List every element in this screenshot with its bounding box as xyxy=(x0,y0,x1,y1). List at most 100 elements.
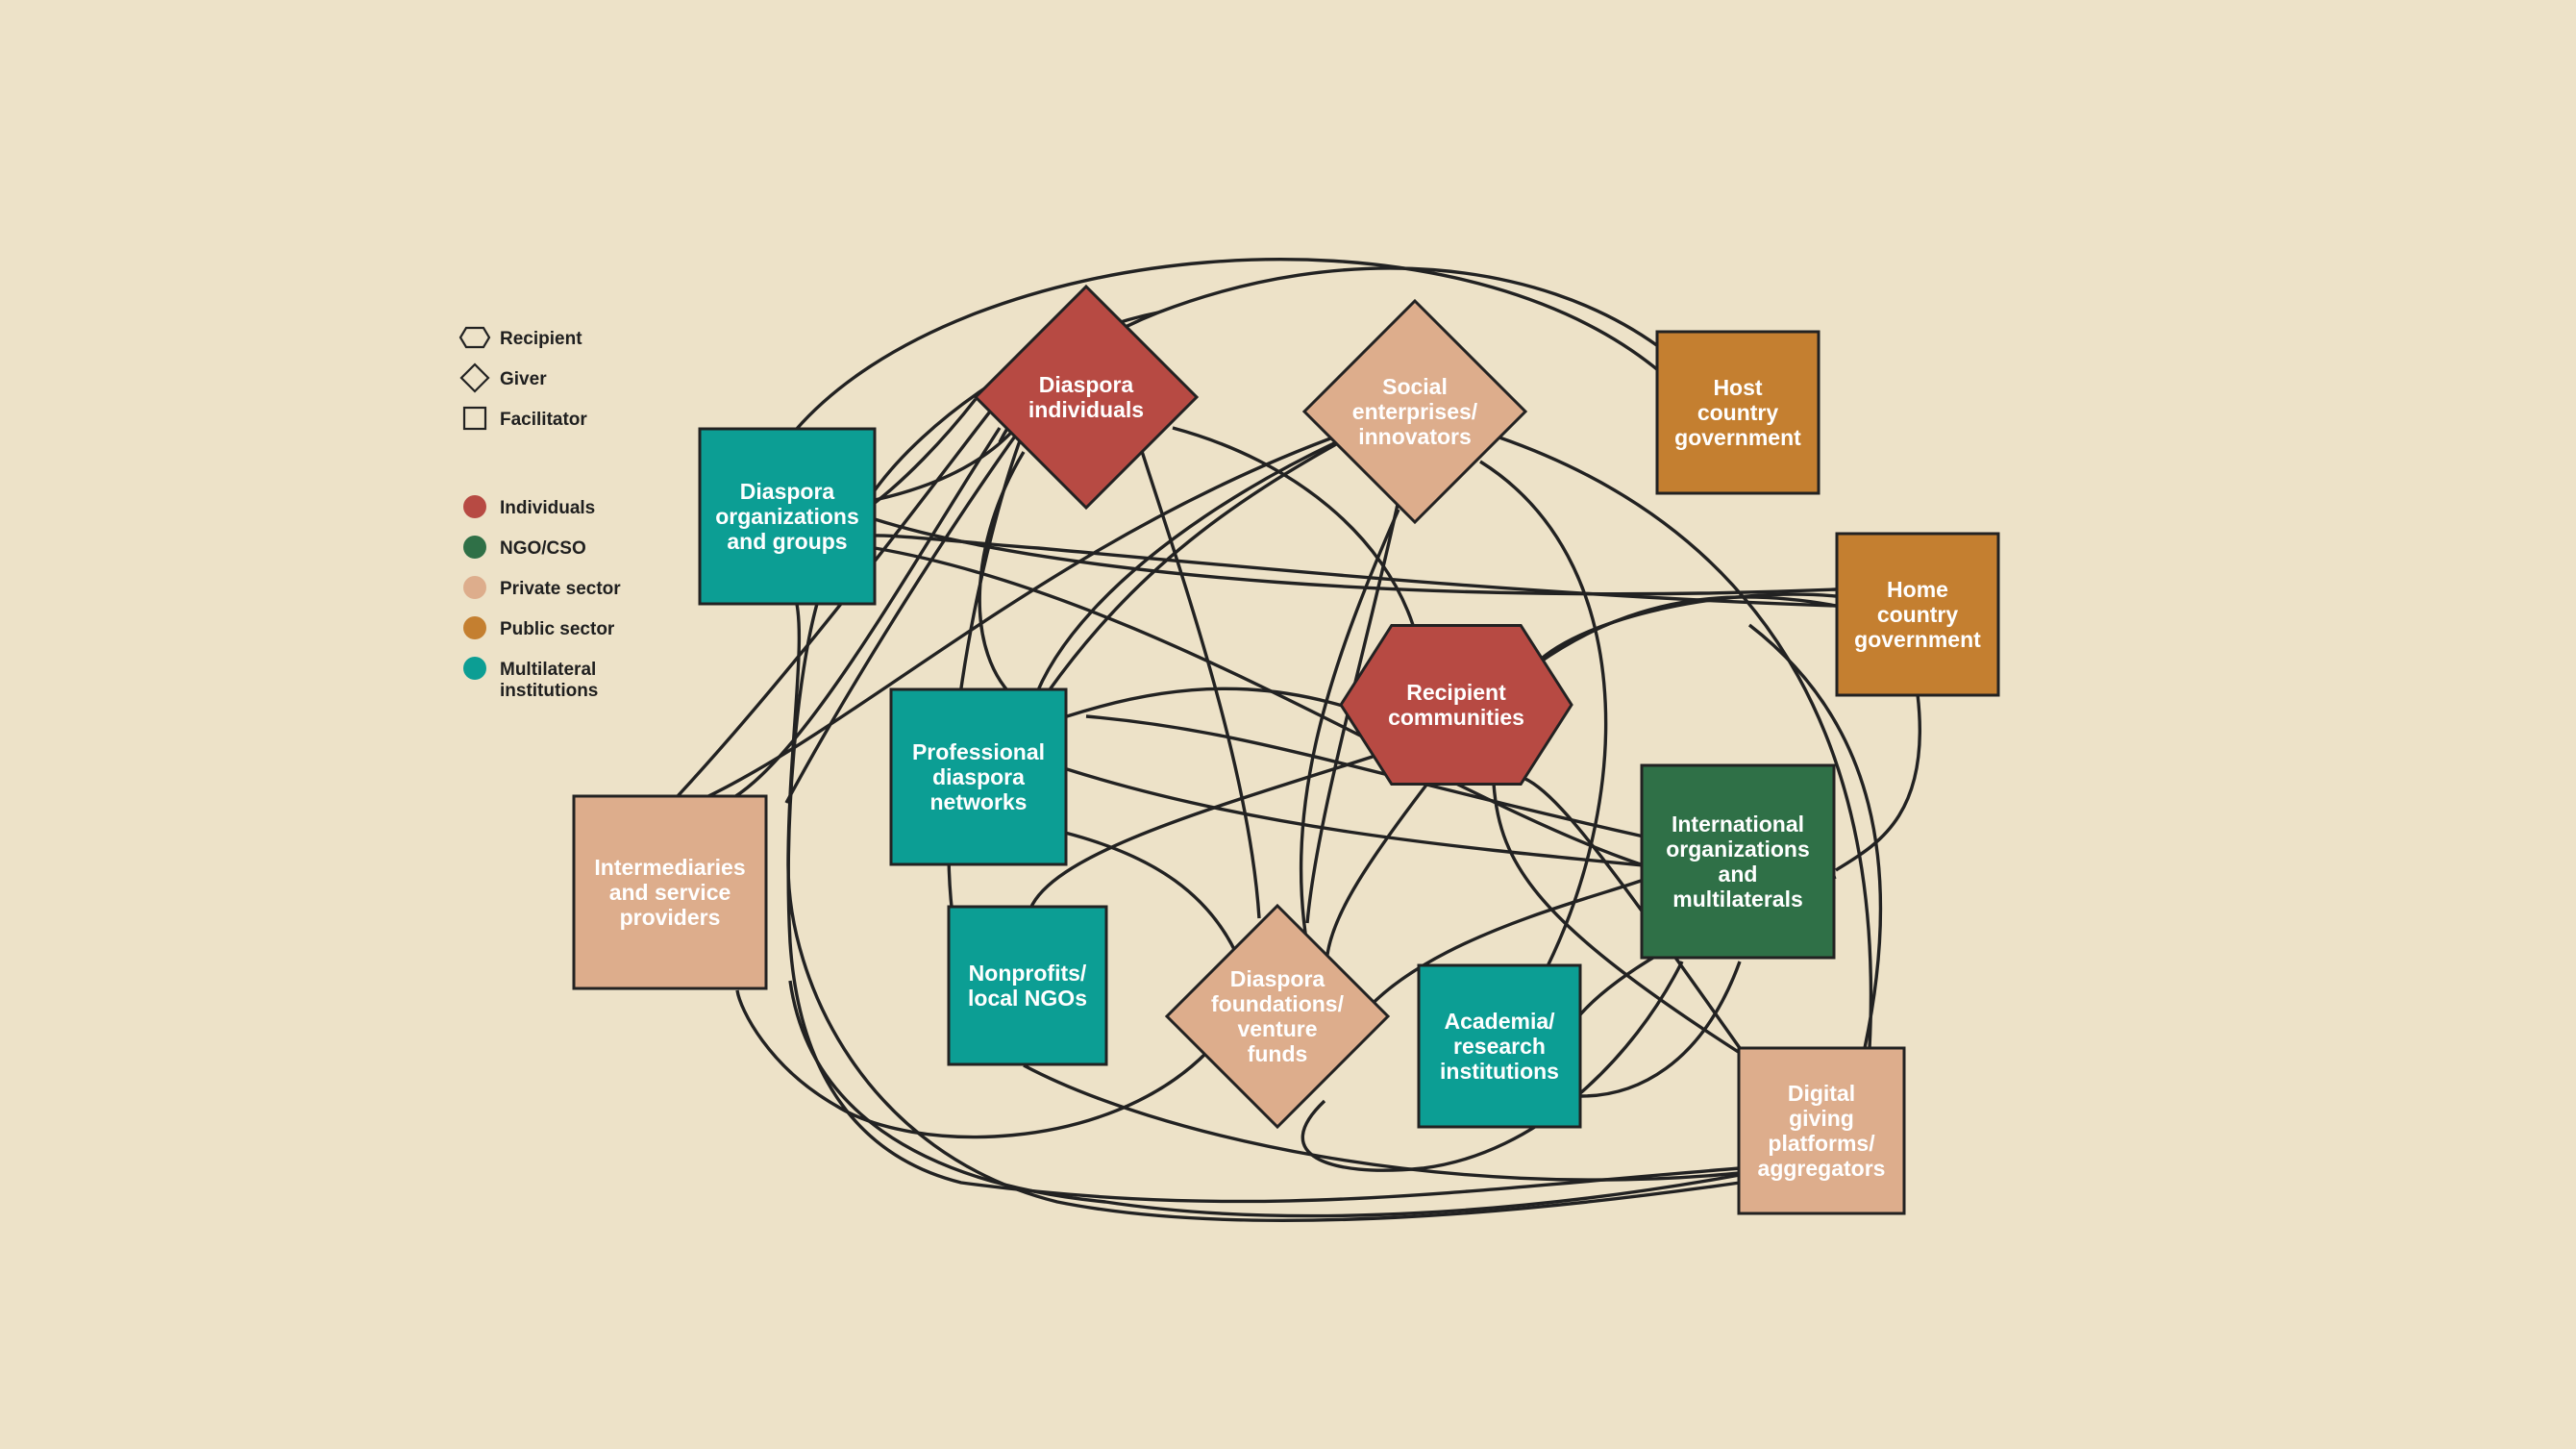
node-label: organizations xyxy=(1666,837,1810,862)
legend-label: Recipient xyxy=(500,329,582,349)
edge xyxy=(1085,714,1645,838)
legend-label: Private sector xyxy=(500,579,621,599)
node-label: organizations xyxy=(715,504,859,529)
edge xyxy=(794,258,1660,432)
node-label: institutions xyxy=(1440,1059,1559,1084)
dot-icon xyxy=(463,657,486,680)
legend-item-giver: Giver xyxy=(459,362,547,393)
node-label: Host xyxy=(1713,375,1762,400)
dot-icon xyxy=(463,576,486,599)
edge xyxy=(704,433,1342,800)
diamond-shape xyxy=(973,284,1200,511)
node-label: International xyxy=(1672,812,1804,837)
node-label: platforms/ xyxy=(1768,1131,1875,1156)
node-label: innovators xyxy=(1358,424,1472,449)
node-label: Diaspora xyxy=(1230,966,1325,991)
edge xyxy=(874,546,1645,867)
hexagon-shape xyxy=(1339,624,1573,786)
node-label: local NGOs xyxy=(968,986,1087,1011)
node-label: Diaspora xyxy=(740,479,835,504)
node-label: venture xyxy=(1237,1016,1317,1041)
edge xyxy=(1046,421,1375,693)
node-nonprofits: Nonprofits/local NGOs xyxy=(947,905,1108,1066)
node-label: Intermediaries xyxy=(594,855,745,880)
legend-item-sector: Public sector xyxy=(463,616,615,639)
square-shape xyxy=(1835,532,2000,697)
legend-label: Individuals xyxy=(500,498,595,518)
square-shape xyxy=(1640,763,1836,960)
node-label: aggregators xyxy=(1758,1156,1886,1181)
square-shape xyxy=(1417,963,1582,1129)
node-label: and service xyxy=(609,880,731,905)
node-label: diaspora xyxy=(932,764,1025,789)
hexagon-icon xyxy=(458,326,491,349)
node-label: individuals xyxy=(1028,397,1144,422)
dot-icon xyxy=(463,495,486,518)
edge xyxy=(1537,595,1837,665)
node-label: Recipient xyxy=(1406,680,1506,705)
node-label: and groups xyxy=(727,529,847,554)
node-label: and xyxy=(1719,862,1758,887)
legend-label: institutions xyxy=(500,681,598,701)
square-shape xyxy=(947,905,1108,1066)
square-shape xyxy=(1655,330,1821,495)
node-label: Academia/ xyxy=(1444,1009,1555,1034)
square-shape xyxy=(698,427,877,606)
node-label: government xyxy=(1674,425,1801,450)
node-label: multilaterals xyxy=(1672,887,1803,912)
node-label: enterprises/ xyxy=(1352,399,1478,424)
node-label: research xyxy=(1453,1034,1546,1059)
square-shape xyxy=(1737,1046,1906,1215)
node-label: country xyxy=(1697,400,1779,425)
diamond-shape xyxy=(1164,903,1391,1130)
dot-icon xyxy=(463,536,486,559)
node-label: Professional xyxy=(912,739,1045,764)
edge xyxy=(1064,831,1242,962)
node-label: country xyxy=(1877,602,1959,627)
node-label: providers xyxy=(620,905,721,930)
edge xyxy=(1492,783,1741,1055)
edge xyxy=(735,989,1208,1139)
square-icon xyxy=(462,406,487,431)
edge xyxy=(1747,623,1883,1049)
legend-item-facilitator: Facilitator xyxy=(462,406,587,431)
edge xyxy=(1028,738,1424,910)
node-label: networks xyxy=(930,789,1028,814)
legend: RecipientGiverFacilitatorIndividualsNGO/… xyxy=(458,326,621,701)
dot-icon xyxy=(463,616,486,639)
edge xyxy=(1835,693,1921,872)
node-label: Home xyxy=(1887,577,1948,602)
edge xyxy=(978,451,1026,704)
edge xyxy=(788,980,1741,1218)
edge xyxy=(947,422,1028,962)
edge xyxy=(873,397,978,505)
node-label: Digital xyxy=(1788,1081,1855,1106)
legend-item-recipient: Recipient xyxy=(458,326,582,349)
legend-item-sector: Individuals xyxy=(463,495,595,518)
node-international-orgs: Internationalorganizationsandmultilatera… xyxy=(1640,763,1836,960)
node-label: funds xyxy=(1248,1041,1308,1066)
legend-label: Giver xyxy=(500,369,547,389)
legend-label: Public sector xyxy=(500,619,615,639)
edge xyxy=(1305,499,1400,924)
edge xyxy=(1022,440,1337,804)
nodes: DiasporaindividualsSocialenterprises/inn… xyxy=(572,284,2000,1215)
edge xyxy=(786,595,1741,1222)
legend-item-sector: NGO/CSO xyxy=(463,536,586,559)
edge xyxy=(1137,441,1261,919)
legend-label: NGO/CSO xyxy=(500,538,586,559)
node-label: Social xyxy=(1382,374,1448,399)
edge xyxy=(1299,509,1400,972)
